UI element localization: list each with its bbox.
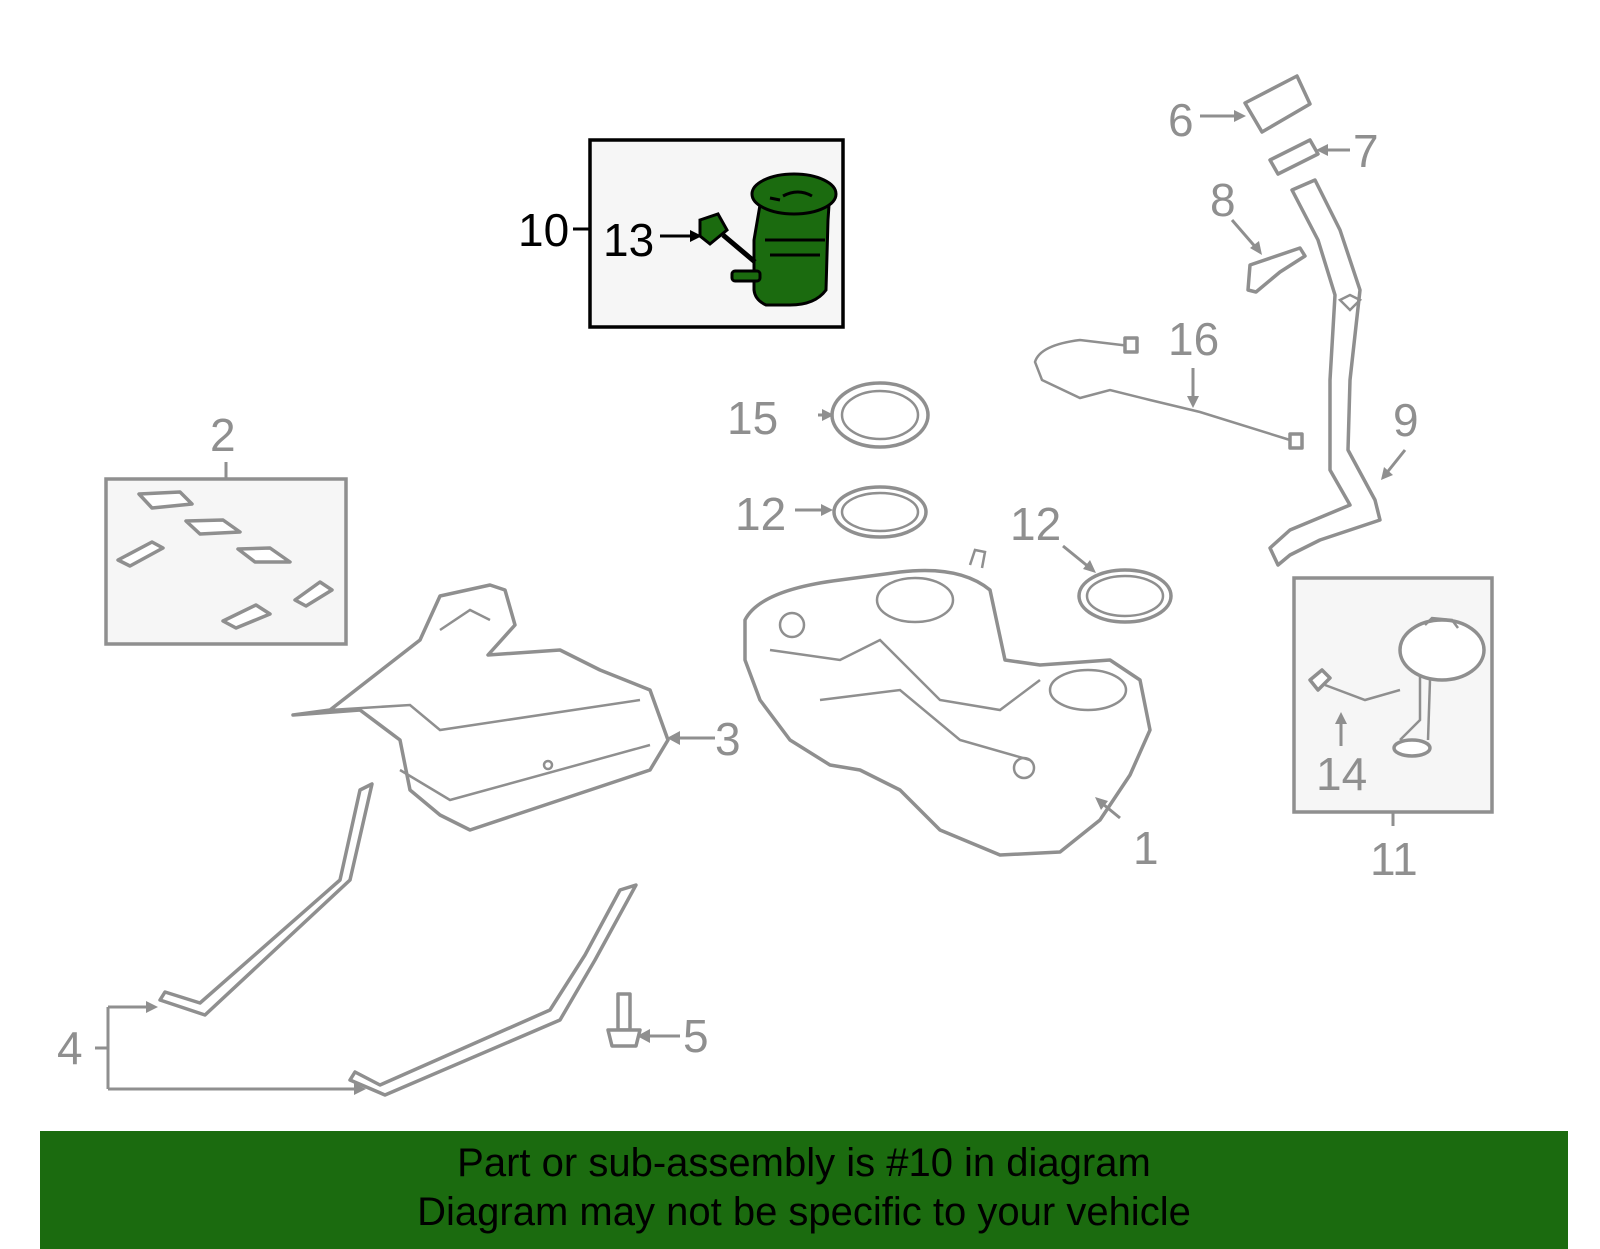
callout-5: 5 xyxy=(683,1010,709,1062)
sensor-13-icon xyxy=(698,212,729,246)
fuel-tank-1[interactable]: 1 xyxy=(743,548,1159,874)
callout-12a: 12 xyxy=(735,488,786,540)
banner-line-2: Diagram may not be specific to your vehi… xyxy=(417,1190,1191,1234)
lock-ring-15[interactable]: 15 xyxy=(727,381,930,449)
seal-12-a[interactable]: 12 xyxy=(735,485,928,540)
banner-line-1: Part or sub-assembly is #10 in diagram xyxy=(457,1141,1151,1185)
seal-12-b[interactable]: 12 xyxy=(1010,498,1173,624)
straps-4[interactable]: 4 xyxy=(57,782,638,1097)
harness-16[interactable]: 16 xyxy=(1033,313,1304,450)
heat-shield-3[interactable]: 3 xyxy=(291,583,741,832)
filler-pipe-9[interactable]: 9 xyxy=(1268,178,1419,567)
callout-4: 4 xyxy=(57,1022,83,1074)
callout-13: 13 xyxy=(603,214,654,266)
assembly-10-highlight[interactable]: 10 13 xyxy=(518,138,845,329)
callout-8: 8 xyxy=(1210,174,1236,226)
gasket-7[interactable]: 7 xyxy=(1268,125,1379,177)
bracket-8[interactable]: 8 xyxy=(1210,174,1307,294)
callout-6: 6 xyxy=(1168,94,1194,146)
footer-banner: Part or sub-assembly is #10 in diagram D… xyxy=(40,1131,1568,1249)
callout-9: 9 xyxy=(1393,394,1419,446)
fuel-pump-module-icon xyxy=(721,172,838,307)
bolt-5[interactable]: 5 xyxy=(606,992,709,1062)
sender-assembly-11[interactable]: 14 11 xyxy=(1292,576,1494,885)
callout-10: 10 xyxy=(518,204,569,256)
callout-3: 3 xyxy=(715,713,741,765)
callout-15: 15 xyxy=(727,392,778,444)
callout-12b: 12 xyxy=(1010,498,1061,550)
callout-2: 2 xyxy=(210,409,236,461)
kit-2[interactable]: 2 xyxy=(104,409,348,646)
callout-7: 7 xyxy=(1353,125,1379,177)
callout-1: 1 xyxy=(1133,822,1159,874)
cap-6[interactable]: 6 xyxy=(1168,74,1312,146)
callout-14: 14 xyxy=(1316,748,1367,800)
callout-16: 16 xyxy=(1168,313,1219,365)
callout-11: 11 xyxy=(1370,833,1418,885)
